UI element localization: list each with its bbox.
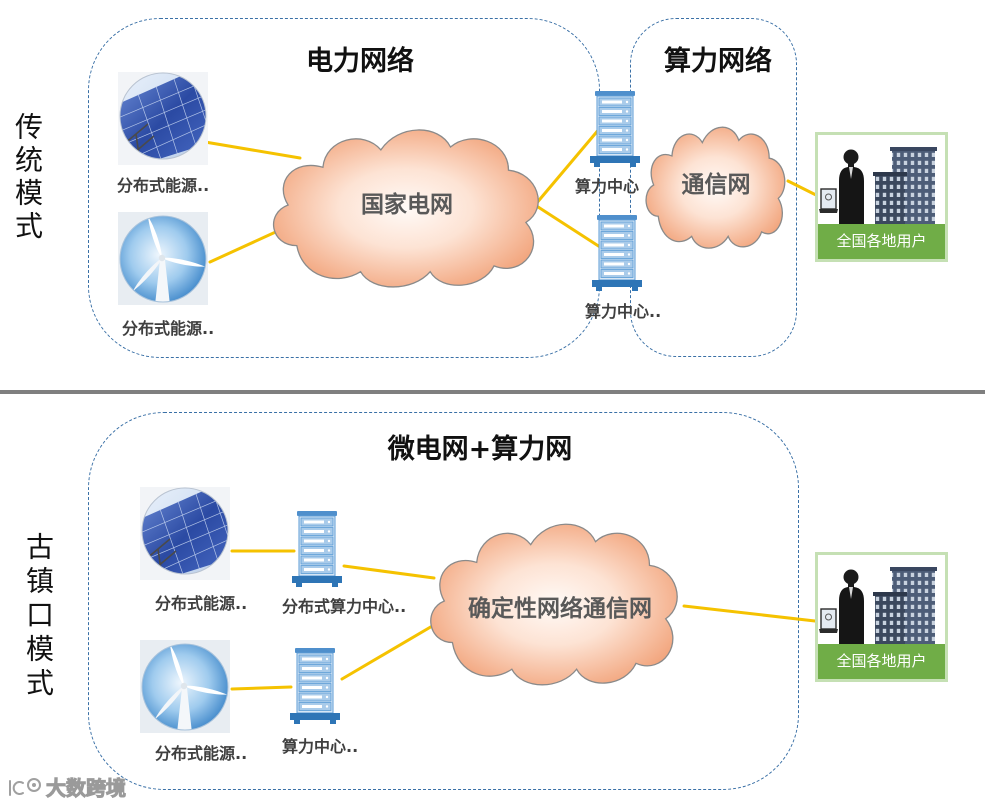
- compute-network-frame: [630, 18, 797, 357]
- users-panel: 全国各地用户: [815, 132, 948, 262]
- source-label: 分布式能源..: [117, 176, 210, 195]
- source-label: 分布式能源..: [122, 319, 215, 338]
- cloud-communication-network: 通信网: [640, 118, 792, 252]
- users-city-icon: [818, 555, 945, 644]
- server-rack-icon: [592, 215, 642, 291]
- link-top-wind-to-grid: [208, 228, 282, 264]
- link-bottom-wind-to-center: [230, 685, 293, 691]
- source-label: 分布式能源..: [155, 594, 248, 613]
- cloud-national-grid-label: 国家电网: [361, 192, 453, 218]
- link-bottom-center-1-to-cloud: [342, 564, 436, 580]
- link-top-grid-to-center-1: [533, 126, 602, 207]
- solar-panel-icon: [118, 72, 208, 165]
- link-bottom-cloud-to-users: [682, 604, 817, 623]
- compute-center-label: 分布式算力中心..: [282, 597, 407, 616]
- cloud-communication-network-label: 通信网: [681, 172, 751, 198]
- brand-logo-icon: [9, 778, 41, 796]
- wind-turbine-icon: [118, 212, 208, 305]
- cloud-national-grid: 国家电网: [262, 118, 552, 292]
- link-bottom-center-2-to-cloud: [340, 623, 436, 681]
- mode-label-traditional: 传统模式: [11, 112, 44, 244]
- cloud-deterministic-network-label: 确定性网络通信网: [468, 596, 652, 622]
- mode-label-guzhenkou: 古镇口模式: [22, 532, 55, 702]
- users-city-icon: [818, 135, 945, 224]
- microgrid-compute-title: 微电网+算力网: [387, 434, 573, 465]
- link-top-solar-to-grid: [203, 140, 302, 160]
- users-label: 全国各地用户: [818, 644, 945, 679]
- link-top-grid-to-center-2: [533, 203, 602, 249]
- users-panel: 全国各地用户: [815, 552, 948, 682]
- solar-panel-icon: [140, 487, 230, 580]
- link-top-comm-to-users: [786, 179, 820, 198]
- wind-turbine-icon: [140, 640, 230, 733]
- section-divider: [0, 390, 985, 394]
- watermark: 大数跨境: [4, 774, 127, 802]
- source-label: 分布式能源..: [155, 744, 248, 763]
- server-rack-icon: [292, 511, 342, 587]
- cloud-deterministic-network: 确定性网络通信网: [420, 512, 690, 690]
- server-rack-icon: [290, 648, 340, 724]
- power-network-frame: [88, 18, 600, 358]
- compute-network-title: 算力网络: [664, 46, 772, 77]
- watermark-text: 大数跨境: [46, 776, 127, 801]
- server-rack-icon: [590, 91, 640, 167]
- compute-center-label: 算力中心..: [282, 737, 359, 756]
- microgrid-compute-frame: [88, 412, 799, 790]
- compute-center-label: 算力中心..: [585, 302, 662, 321]
- users-label: 全国各地用户: [818, 224, 945, 259]
- compute-center-label: 算力中心: [575, 177, 640, 196]
- power-network-title: 电力网络: [306, 46, 414, 77]
